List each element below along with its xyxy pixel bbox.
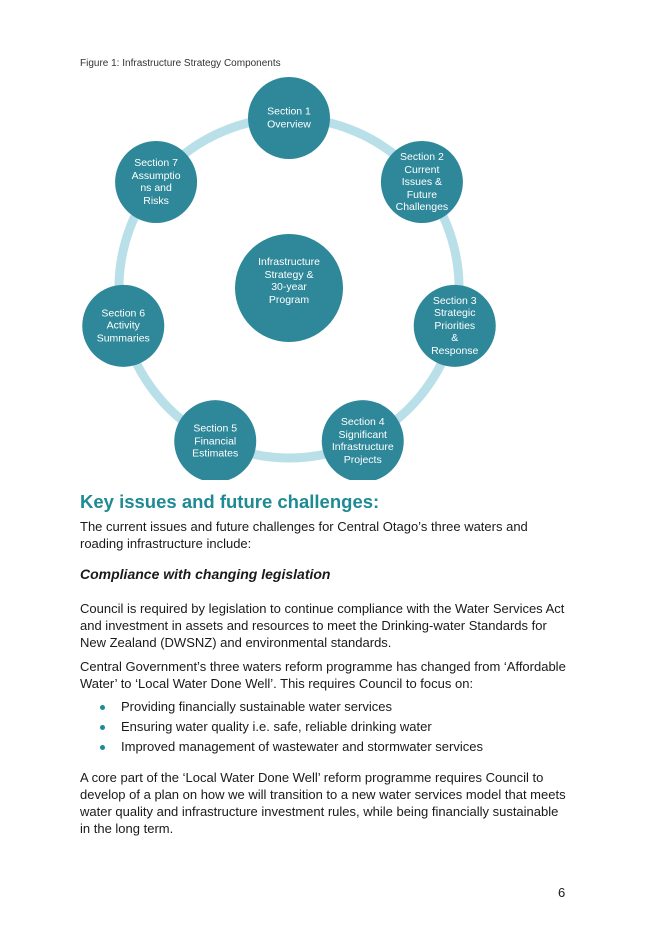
focus-list: Providing financially sustainable water … <box>80 697 570 757</box>
section-heading: Key issues and future challenges: <box>80 491 380 512</box>
section-1-circle <box>248 77 330 159</box>
list-item: Improved management of wastewater and st… <box>80 737 570 757</box>
paragraph-core-part: A core part of the ‘Local Water Done Wel… <box>80 770 566 836</box>
subheading: Compliance with changing legislation <box>80 566 331 582</box>
list-item: Ensuring water quality i.e. safe, reliab… <box>80 717 570 737</box>
section-5-circle <box>174 400 257 480</box>
section-4-circle <box>321 400 404 480</box>
list-item: Providing financially sustainable water … <box>80 697 570 717</box>
section-nodes <box>82 77 496 480</box>
figure-caption: Figure 1: Infrastructure Strategy Compon… <box>80 58 281 69</box>
section-2-circle <box>380 141 463 224</box>
paragraph-reform: Central Government’s three waters reform… <box>80 659 566 691</box>
section-7-circle <box>115 141 198 224</box>
section-6-circle <box>82 284 165 367</box>
paragraph-compliance: Council is required by legislation to co… <box>80 601 565 650</box>
strategy-components-diagram <box>82 77 496 480</box>
page-number: 6 <box>558 885 566 900</box>
section-3-circle <box>413 284 496 367</box>
center-node-circle <box>235 234 343 342</box>
intro-paragraph: The current issues and future challenges… <box>80 519 528 551</box>
